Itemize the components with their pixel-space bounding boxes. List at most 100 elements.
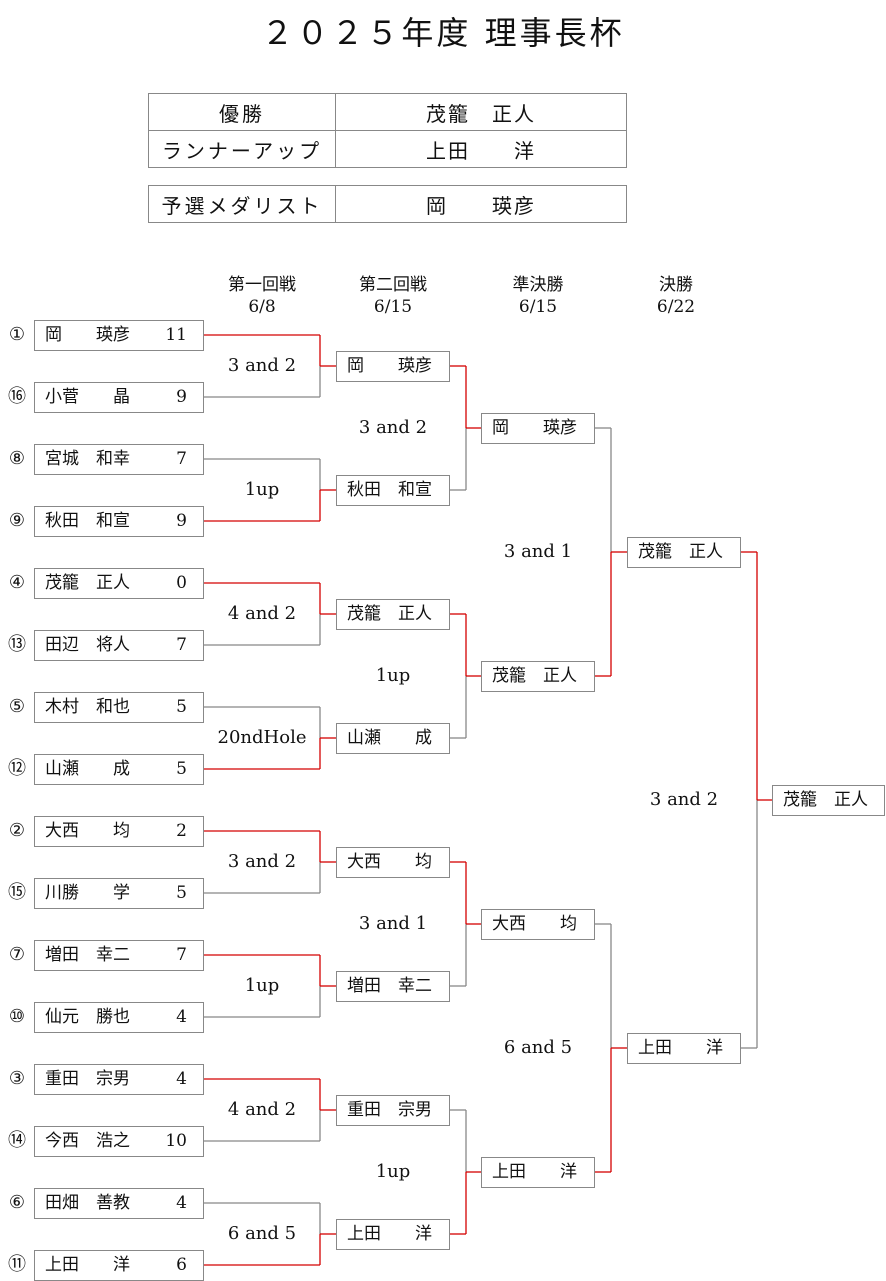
seed-number: ③ xyxy=(8,1068,26,1089)
round1-player-box: 木村 和也 5 xyxy=(34,691,204,723)
round1-match-result: 4 and 2 xyxy=(227,1099,297,1120)
round1-player-box: 秋田 和宣 9 xyxy=(34,505,204,537)
round1-match-result: 1up xyxy=(244,479,280,500)
seed-number: ⑩ xyxy=(8,1006,26,1027)
round2-player-box: 増田 幸二 xyxy=(336,970,450,1002)
round-date: 6/22 xyxy=(656,297,696,317)
round2-match-result: 1up xyxy=(375,1161,411,1182)
player-name: 茂籠 正人 xyxy=(638,541,723,562)
round-date: 6/15 xyxy=(518,297,558,317)
seed-number: ④ xyxy=(8,572,26,593)
player-name: 山瀬 成 xyxy=(45,758,130,779)
player-name: 小菅 晶 xyxy=(45,386,130,407)
round1-match-result: 1up xyxy=(244,975,280,996)
player-score: 9 xyxy=(176,386,187,407)
round-date: 6/8 xyxy=(248,297,276,317)
player-score: 5 xyxy=(176,758,187,779)
player-score: 9 xyxy=(176,510,187,531)
player-score: 7 xyxy=(176,448,187,469)
seed-number: ⑬ xyxy=(8,634,26,655)
page-title: ２０２５年度 理事長杯 xyxy=(261,14,625,52)
player-score: 7 xyxy=(176,634,187,655)
player-score: 4 xyxy=(176,1068,187,1089)
round1-match-result: 20ndHole xyxy=(217,727,307,748)
final-match-result: 3 and 2 xyxy=(649,789,719,810)
seed-number: ⑥ xyxy=(8,1192,26,1213)
player-name: 増田 幸二 xyxy=(347,975,432,996)
semifinal-match-result: 6 and 5 xyxy=(503,1037,573,1058)
seed-number: ⑯ xyxy=(8,386,26,407)
player-score: 5 xyxy=(176,882,187,903)
player-score: 4 xyxy=(176,1192,187,1213)
round2-player-box: 茂籠 正人 xyxy=(336,598,450,630)
medalist-table: 予選メダリスト 岡 瑛彦 xyxy=(148,185,627,223)
round1-player-box: 田畑 善教 4 xyxy=(34,1187,204,1219)
round1-player-box: 小菅 晶 9 xyxy=(34,381,204,413)
player-name: 岡 瑛彦 xyxy=(347,355,432,376)
player-name: 茂籠 正人 xyxy=(783,789,868,810)
player-score: 5 xyxy=(176,696,187,717)
champion-box: 茂籠 正人 xyxy=(772,784,885,816)
player-name: 仙元 勝也 xyxy=(45,1006,130,1027)
seed-number: ② xyxy=(8,820,26,841)
semifinal-player-box: 大西 均 xyxy=(481,908,595,940)
player-name: 茂籠 正人 xyxy=(492,665,577,686)
round2-player-box: 山瀬 成 xyxy=(336,722,450,754)
player-name: 大西 均 xyxy=(347,851,432,872)
round-name: 準決勝 xyxy=(512,275,564,295)
round-name: 決勝 xyxy=(659,275,693,295)
medalist-name: 岡 瑛彦 xyxy=(335,185,627,223)
player-name: 上田 洋 xyxy=(347,1223,432,1244)
round2-player-box: 大西 均 xyxy=(336,846,450,878)
round1-player-box: 川勝 学 5 xyxy=(34,877,204,909)
runnerup-label: ランナーアップ xyxy=(148,130,336,168)
round2-match-result: 1up xyxy=(375,665,411,686)
round1-match-result: 6 and 5 xyxy=(227,1223,297,1244)
player-name: 今西 浩之 xyxy=(45,1130,130,1151)
semifinal-match-result: 3 and 1 xyxy=(503,541,573,562)
round1-player-box: 重田 宗男 4 xyxy=(34,1063,204,1095)
player-name: 田辺 将人 xyxy=(45,634,130,655)
round2-player-box: 重田 宗男 xyxy=(336,1094,450,1126)
player-score: 10 xyxy=(165,1130,187,1151)
seed-number: ⑫ xyxy=(8,758,26,779)
player-name: 秋田 和宣 xyxy=(347,479,432,500)
results-table: 優勝 茂籠 正人 ランナーアップ 上田 洋 xyxy=(148,93,627,168)
round1-match-result: 3 and 2 xyxy=(227,355,297,376)
winner-label: 優勝 xyxy=(148,93,336,131)
seed-number: ⑧ xyxy=(8,448,26,469)
seed-number: ⑤ xyxy=(8,696,26,717)
round2-player-box: 秋田 和宣 xyxy=(336,474,450,506)
player-name: 大西 均 xyxy=(492,913,577,934)
seed-number: ⑭ xyxy=(8,1130,26,1151)
player-score: 7 xyxy=(176,944,187,965)
player-score: 2 xyxy=(176,820,187,841)
player-name: 田畑 善教 xyxy=(45,1192,130,1213)
round2-player-box: 岡 瑛彦 xyxy=(336,350,450,382)
player-name: 木村 和也 xyxy=(45,696,130,717)
player-name: 秋田 和宣 xyxy=(45,510,130,531)
semifinal-player-box: 岡 瑛彦 xyxy=(481,412,595,444)
runnerup-name: 上田 洋 xyxy=(335,130,627,168)
seed-number: ⑦ xyxy=(8,944,26,965)
player-name: 重田 宗男 xyxy=(45,1068,130,1089)
player-name: 上田 洋 xyxy=(638,1037,723,1058)
player-name: 上田 洋 xyxy=(492,1161,577,1182)
medalist-row: 予選メダリスト 岡 瑛彦 xyxy=(148,185,627,223)
player-name: 重田 宗男 xyxy=(347,1099,432,1120)
player-name: 岡 瑛彦 xyxy=(492,417,577,438)
round1-match-result: 4 and 2 xyxy=(227,603,297,624)
player-name: 川勝 学 xyxy=(45,882,130,903)
player-score: 0 xyxy=(176,572,187,593)
player-score: 6 xyxy=(176,1254,187,1275)
